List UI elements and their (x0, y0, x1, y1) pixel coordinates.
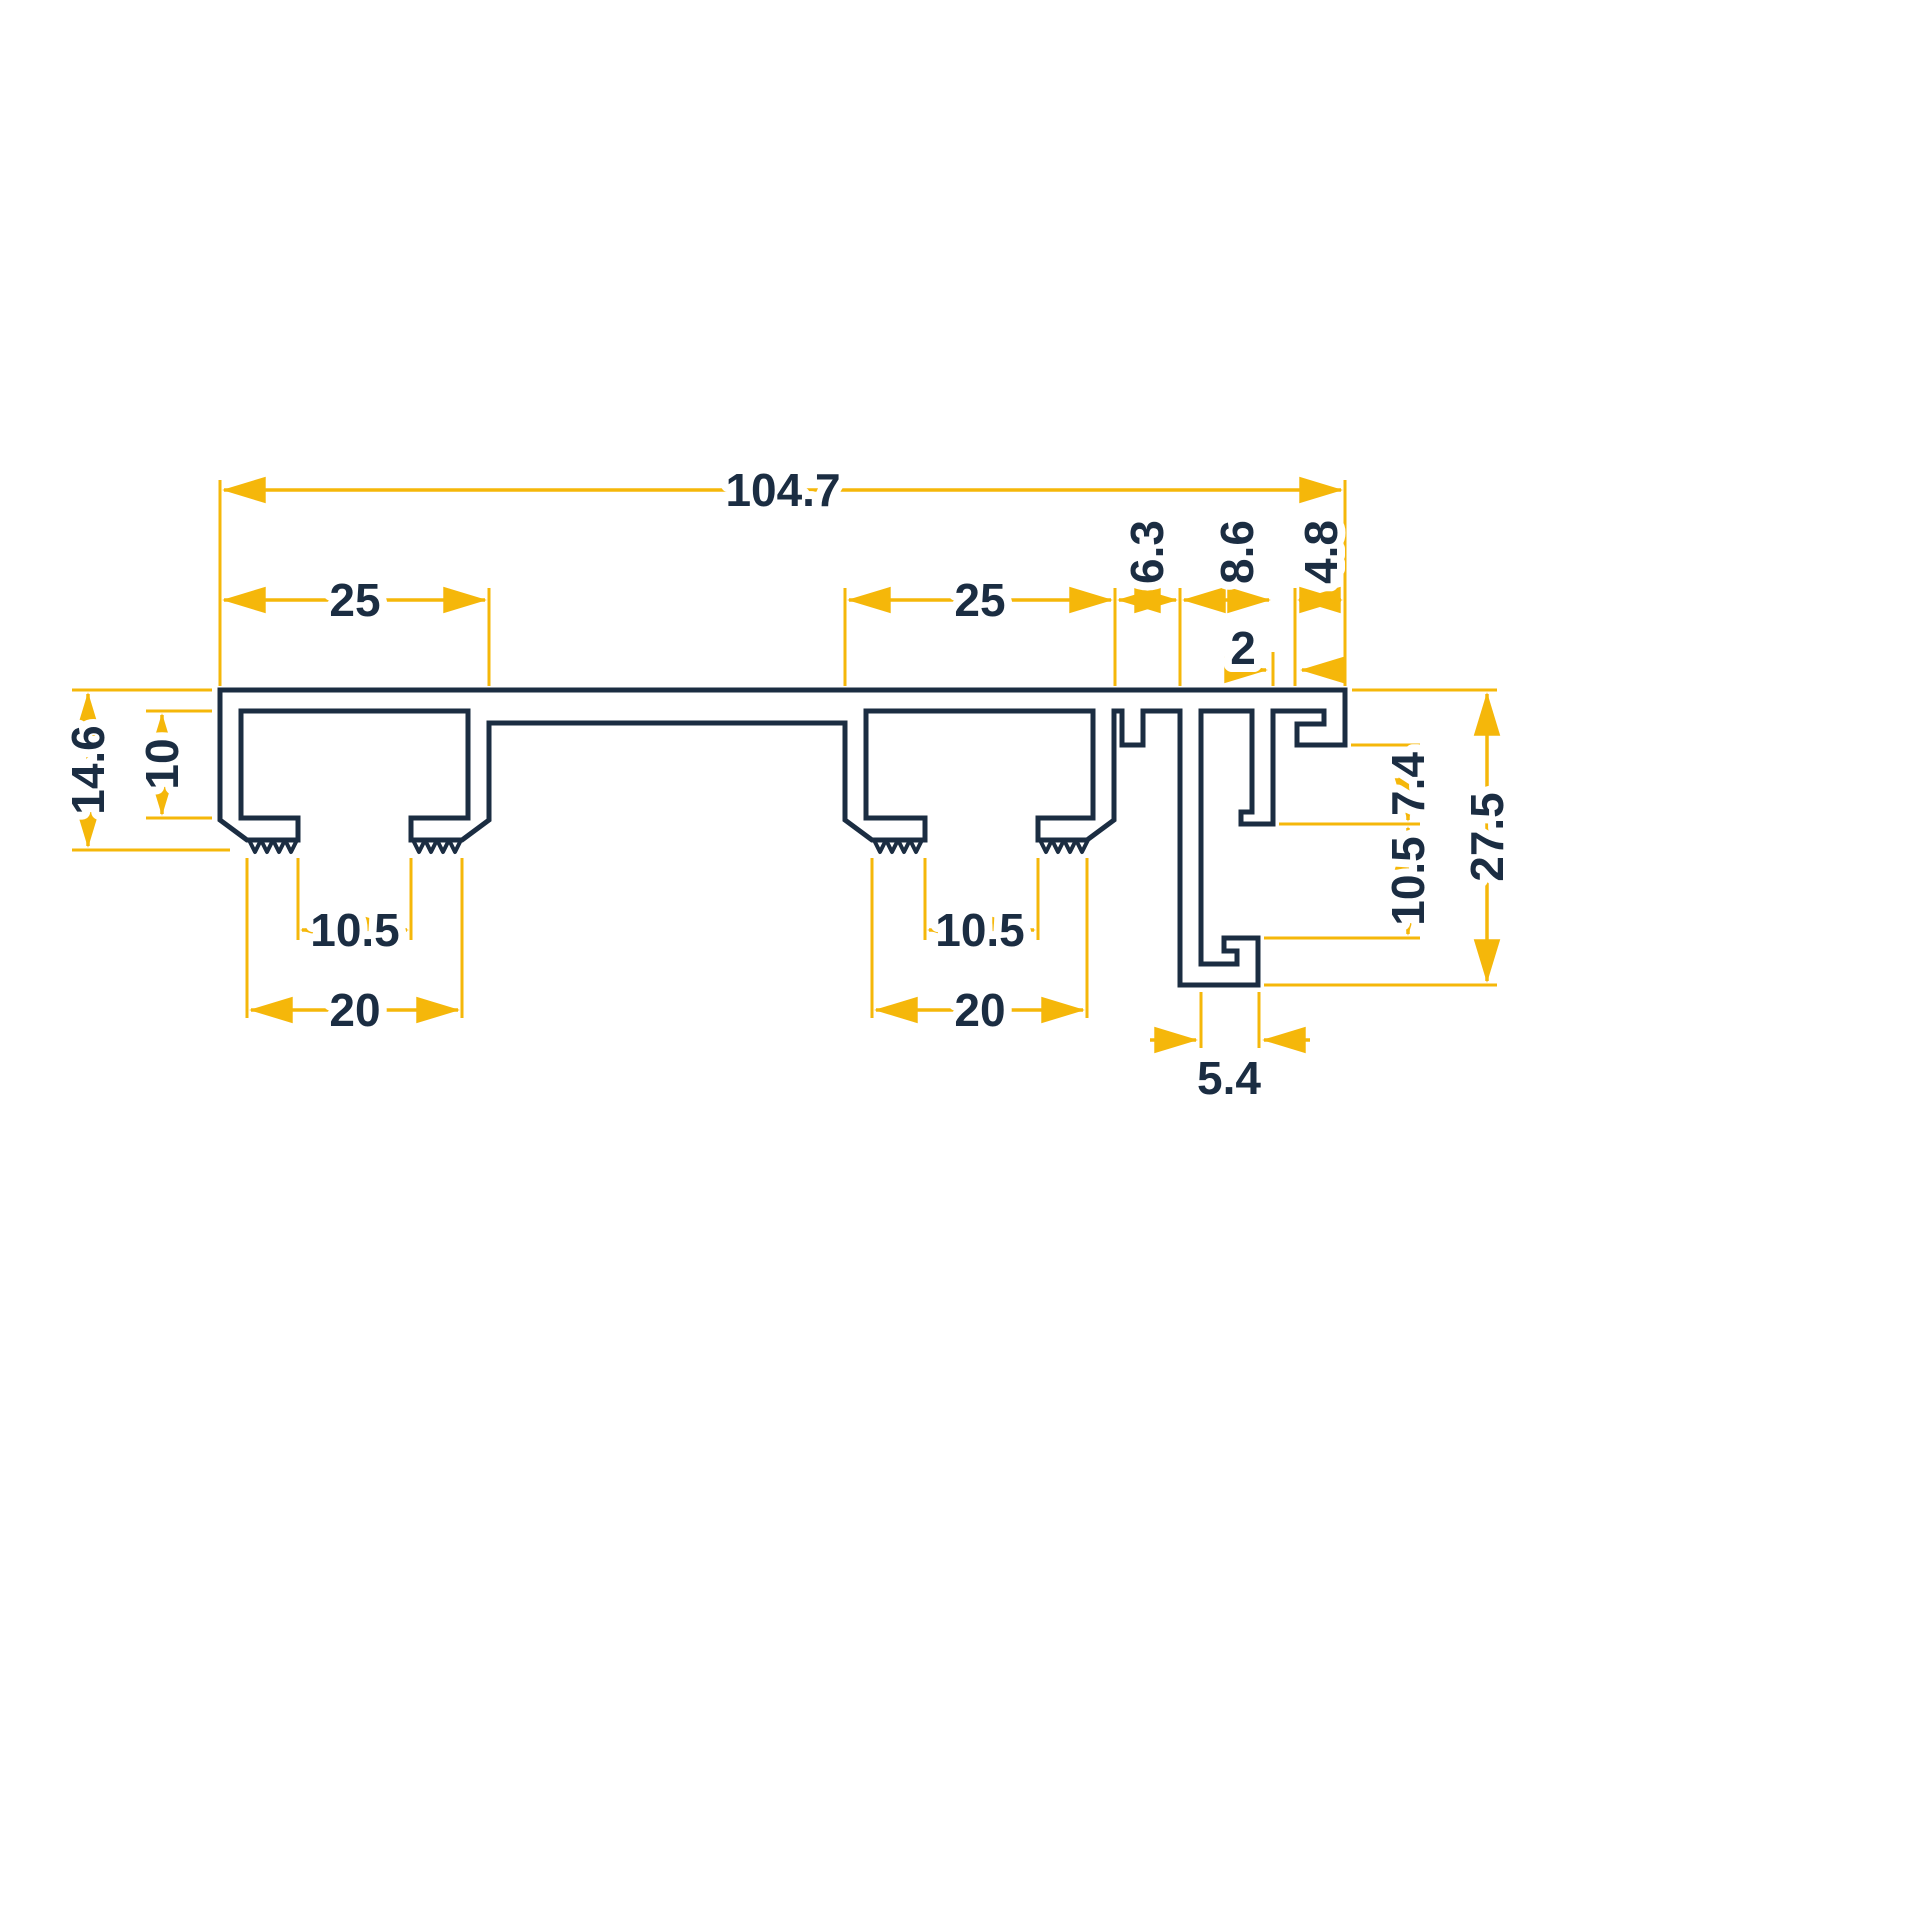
dim-right-overall-label: 27.5 (1461, 792, 1513, 882)
dim-overall-width-label: 104.7 (725, 464, 840, 516)
dim-gap-label: 6.3 (1121, 520, 1173, 584)
dim-mid-feet-label: 20 (954, 984, 1005, 1036)
dim-mid-opening-label: 10.5 (935, 904, 1025, 956)
serration-teeth-mid-a (872, 838, 924, 854)
dimension-labels: 104.7 25 25 6.3 8.6 4.8 2 14.6 10 7.4 10… (54, 456, 1521, 1112)
dim-left-channel-label: 25 (329, 574, 380, 626)
extension-lines (72, 480, 1497, 1048)
dim-right-upper-label: 7.4 (1382, 752, 1434, 816)
profile-outline (217, 687, 1348, 988)
dim-seat-label: 8.6 (1211, 520, 1263, 584)
dim-hook-width-label: 5.4 (1197, 1052, 1261, 1104)
dim-wall-label: 2 (1230, 622, 1256, 674)
serration-teeth-mid-b (1038, 838, 1090, 854)
dimension-lines (74, 476, 1501, 1054)
serration-teeth-left-a (247, 838, 299, 854)
dim-depth-label: 14.6 (62, 725, 114, 815)
profile-section-path (217, 687, 1348, 988)
dim-left-opening-label: 10.5 (310, 904, 400, 956)
dim-left-feet-label: 20 (329, 984, 380, 1036)
serration-teeth-left-b (411, 838, 463, 854)
dim-right-lower-label: 10.5 (1382, 836, 1434, 926)
dim-inner-depth-label: 10 (136, 738, 188, 789)
dim-lip-label: 4.8 (1295, 520, 1347, 584)
dim-right-channel-label: 25 (954, 574, 1005, 626)
